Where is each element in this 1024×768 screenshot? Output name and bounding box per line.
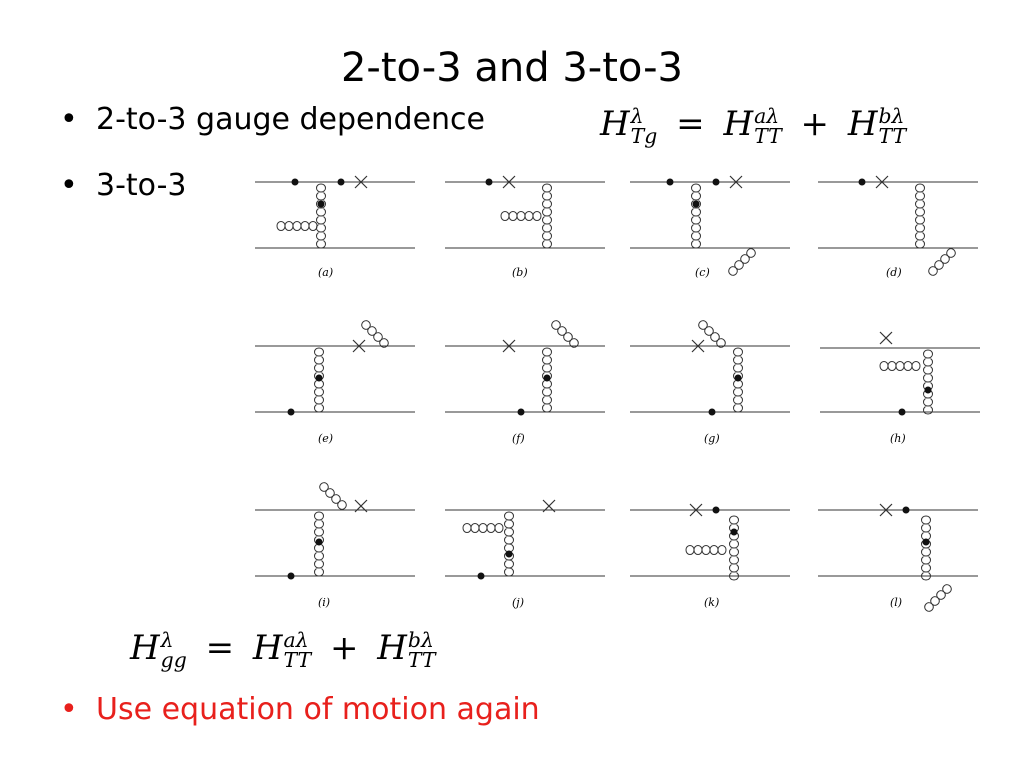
bullet-text: 2-to-3 gauge dependence <box>96 102 485 137</box>
diagram-a <box>255 175 415 249</box>
diagram-label: (d) <box>886 266 902 279</box>
diagram-d <box>818 175 978 276</box>
diagram-l <box>818 503 978 612</box>
diagram-label: (f) <box>512 432 525 445</box>
bullet-marker: • <box>60 692 78 727</box>
slide-title: 2-to-3 and 3-to-3 <box>340 45 683 91</box>
bullet-equation-of-motion: • Use equation of motion again <box>60 690 540 730</box>
diagram-label: (i) <box>318 596 330 609</box>
diagram-h <box>820 331 980 416</box>
diagram-label: (k) <box>704 596 719 609</box>
diagram-e <box>255 320 415 416</box>
diagram-k <box>630 503 790 581</box>
diagram-label: (c) <box>695 266 710 279</box>
diagram-b <box>445 175 605 249</box>
diagram-c <box>630 175 790 276</box>
diagram-g <box>630 320 790 416</box>
diagram-label: (a) <box>318 266 333 279</box>
diagram-label: (e) <box>318 432 333 445</box>
diagram-label: (l) <box>890 596 902 609</box>
bullet-3-to-3: • 3-to-3 <box>60 166 187 206</box>
diagram-i <box>255 482 415 580</box>
diagram-label: (j) <box>512 596 524 609</box>
diagram-label: (h) <box>890 432 906 445</box>
diagram-label: (g) <box>704 432 720 445</box>
diagram-label: (b) <box>512 266 528 279</box>
diagram-f <box>445 320 605 416</box>
bullet-gauge-dependence: • 2-to-3 gauge dependence <box>60 100 485 140</box>
diagram-j <box>445 499 605 580</box>
feynman-diagrams-grid: (a) (b) (c) (d) (e) (f <box>255 175 980 612</box>
bullet-marker: • <box>60 102 78 137</box>
bullet-text: 3-to-3 <box>96 168 187 203</box>
bullet-marker: • <box>60 168 78 203</box>
bullet-text: Use equation of motion again <box>96 692 540 727</box>
